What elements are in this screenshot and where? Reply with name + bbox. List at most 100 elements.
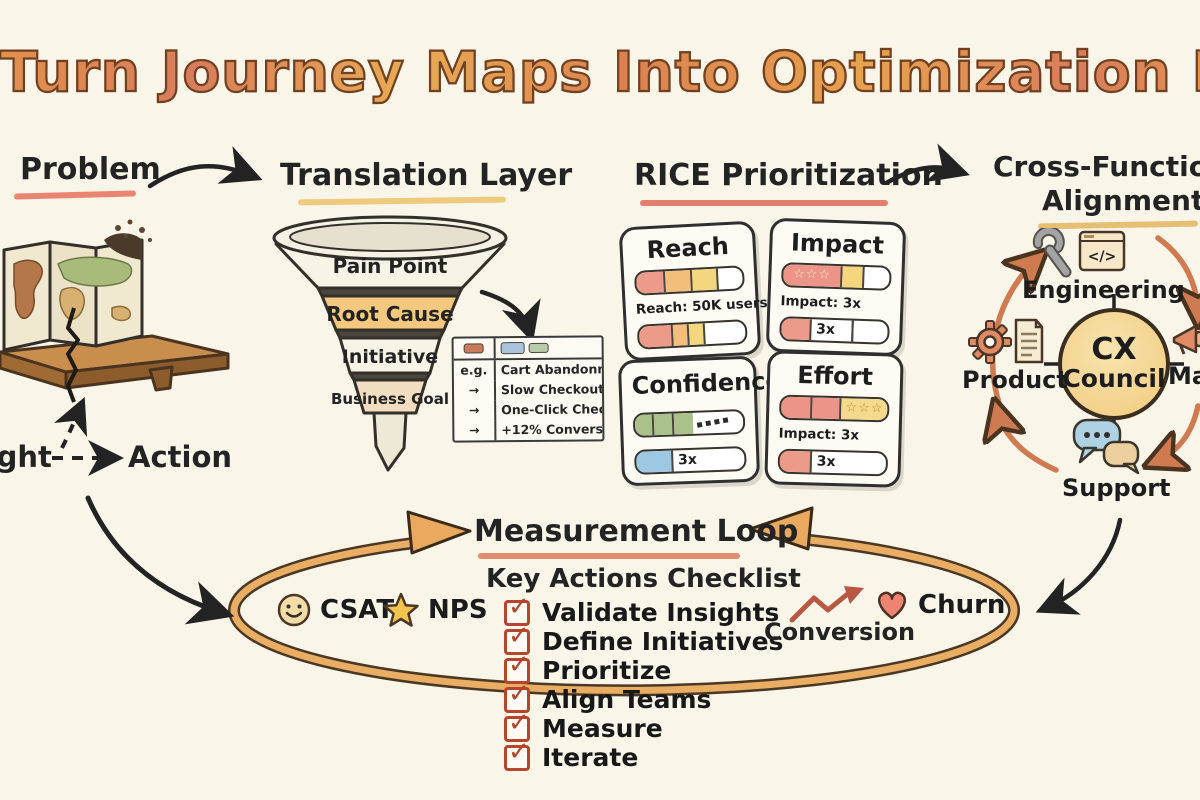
checklist-label: Define Initiatives	[542, 627, 784, 656]
checkbox-icon: ✓	[504, 708, 530, 742]
reach-caption: Reach: 50K users	[635, 295, 768, 319]
nps-label: NPS	[428, 595, 488, 625]
impact-bar-1: ☆☆☆	[780, 262, 892, 292]
rice-card-impact: Impact ☆☆☆ Impact: 3x 3x	[765, 217, 907, 357]
confidence-title: Confidence	[631, 366, 783, 400]
reach-bar-1	[633, 265, 746, 297]
page-title: Turn Journey Maps Into Optimization Road…	[0, 39, 1200, 105]
node-label-product: Product	[962, 366, 1068, 394]
arrow-support-to-loop	[1035, 517, 1123, 615]
checkbox-icon: ✓	[504, 621, 530, 655]
reach-title: Reach	[645, 231, 730, 265]
funnel-label-business-goal: Business Goal	[331, 390, 449, 408]
council-label: Council	[1062, 363, 1166, 393]
document-icon	[1014, 318, 1044, 364]
checklist-label: Measure	[542, 714, 663, 743]
translation-funnel: Pain Point Root Cause Initiative Busines…	[272, 215, 508, 472]
loop-heading: Measurement Loop	[474, 514, 799, 549]
arrow-problem-to-loop	[85, 495, 235, 625]
gear-icon	[968, 320, 1012, 364]
funnel-spout	[372, 411, 408, 472]
checkbox-icon: ✓	[504, 737, 530, 771]
nps-metric: NPS	[382, 592, 488, 628]
rice-heading: RICE Prioritization	[634, 158, 943, 193]
checklist-label: Iterate	[542, 743, 639, 772]
node-label-engineering: Engineering	[1022, 276, 1185, 304]
checklist-item: ✓ Measure	[504, 708, 783, 743]
impact-bar-2: 3x	[779, 316, 890, 346]
funnel-label-root-cause: Root Cause	[326, 302, 453, 326]
confidence-bar-2: 3x	[633, 446, 747, 476]
funnel-rim-inner	[289, 222, 491, 252]
rice-card-effort: Effort ☆☆☆ Impact: 3x 3x	[764, 350, 904, 489]
action-label: Action	[128, 440, 233, 474]
journey-map-illustration	[0, 219, 230, 403]
checklist-item: ✓ Prioritize	[504, 650, 783, 685]
node-label-marketing: Marketing	[1168, 362, 1200, 390]
cx-label: CX	[1091, 331, 1137, 367]
burn-specks	[115, 219, 152, 242]
rice-card-confidence: Confidence ▪▪▪▪ 3x	[617, 355, 783, 487]
checklist-item: ✓ Iterate	[504, 737, 783, 772]
cycle-arc-marketing-to-support	[1155, 403, 1200, 462]
translation-heading: Translation Layer	[280, 158, 573, 193]
effort-bar-1: ☆☆☆	[778, 394, 890, 423]
csat-label: CSAT	[320, 595, 395, 625]
continent-australia	[111, 305, 131, 322]
node-label-support: Support	[1062, 474, 1171, 502]
checklist-item: ✓ Align Teams	[504, 679, 783, 714]
checklist-label: Validate Insights	[542, 598, 780, 627]
continent-americas	[13, 259, 43, 319]
measurement-loop-band	[228, 506, 1021, 697]
alignment-heading-line1: Cross-Functional	[993, 150, 1200, 183]
example-row-prefix: e.g.	[453, 360, 496, 381]
continent-eurasia	[57, 256, 133, 287]
impact-title: Impact	[790, 228, 885, 260]
trend-up-icon	[789, 586, 864, 623]
funnel-label-initiative: Initiative	[342, 346, 438, 368]
crack	[66, 307, 80, 403]
effort-bar2-label: 3x	[816, 453, 836, 471]
continent-africa	[59, 286, 85, 320]
reach-bar-2	[636, 319, 748, 351]
smiley-icon	[277, 593, 311, 627]
funnel-label-pain-point: Pain Point	[333, 254, 448, 278]
green-chip-icon	[528, 342, 549, 353]
example-row-text: Cart Abandonment	[500, 361, 602, 378]
example-row: → Slow Checkout	[453, 379, 602, 401]
shelf-bracket	[148, 365, 174, 392]
cycle-arc-product-to-engineering	[989, 258, 1038, 415]
arrow-insight-to-map	[54, 396, 88, 449]
cycle-arc-engineering-to-marketing	[1155, 235, 1200, 316]
confidence-bar-1: ▪▪▪▪	[632, 409, 746, 439]
shelf-edge	[64, 352, 230, 390]
funnel-tier-business-goal	[352, 378, 428, 415]
example-card: e.g. Cart Abandonment → Slow Checkout → …	[451, 335, 605, 443]
confidence-dots: ▪▪▪▪	[695, 414, 733, 432]
example-row: → +12% Conversion	[454, 419, 602, 441]
code-window-icon: </>	[1078, 230, 1126, 272]
heart-icon	[877, 591, 907, 620]
effort-caption: Impact: 3x	[778, 425, 860, 445]
checklist-label: Prioritize	[542, 656, 672, 685]
cx-council-circle: CX Council	[1058, 308, 1170, 420]
checklist-label: Align Teams	[542, 685, 712, 714]
checkbox-icon: ✓	[504, 679, 530, 713]
csat-metric: CSAT	[276, 592, 394, 628]
code-glyph: </>	[1088, 249, 1117, 265]
checklist-title: Key Actions Checklist	[486, 564, 801, 594]
burnt-corner	[104, 233, 142, 260]
confidence-bar2-label: 3x	[677, 452, 698, 469]
example-row-prefix: →	[454, 400, 497, 421]
example-row-prefix: →	[453, 380, 497, 401]
checklist-item: ✓ Define Initiatives	[504, 621, 784, 656]
insight-label: Insight	[0, 440, 52, 474]
arrow-problem-to-translation	[147, 146, 263, 189]
example-card-header	[453, 337, 602, 361]
example-row-prefix: →	[454, 420, 497, 441]
churn-label: Churn	[918, 590, 1006, 620]
impact-caption: Impact: 3x	[780, 293, 862, 313]
problem-heading: Problem	[20, 152, 161, 187]
